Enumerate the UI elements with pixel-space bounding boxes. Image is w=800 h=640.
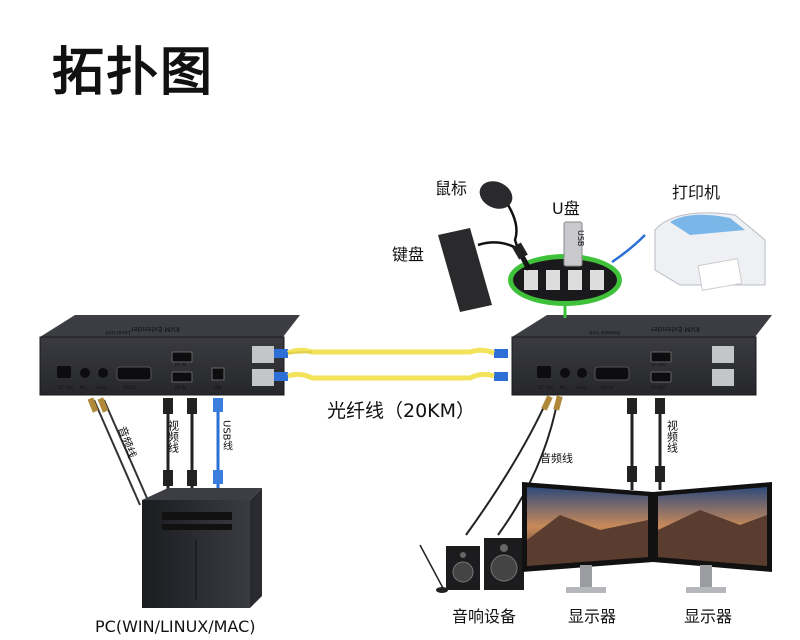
svg-text:USB: USB bbox=[213, 385, 221, 390]
pc-icon bbox=[142, 488, 262, 608]
left-usb-cable-label: USB线 bbox=[221, 420, 233, 451]
keyboard-label: 键盘 bbox=[392, 245, 424, 264]
remote-unit: KVM Extender Remote Unit DC 12V Mic Audi… bbox=[511, 315, 772, 396]
monitor-2-label: 显示器 bbox=[684, 607, 732, 626]
local-box-sub-text: Local Unit bbox=[105, 329, 130, 335]
svg-text:DP IN: DP IN bbox=[175, 385, 186, 390]
local-unit: KVM Extender Local Unit DC 12V Mic Audio… bbox=[39, 315, 300, 396]
pc-label: PC(WIN/LINUX/MAC) bbox=[95, 617, 256, 636]
svg-text:USB: USB bbox=[576, 230, 585, 246]
printer-label: 打印机 bbox=[672, 183, 720, 202]
speakers-icon bbox=[419, 538, 524, 593]
svg-text:Audio: Audio bbox=[576, 385, 588, 390]
right-cables bbox=[465, 395, 665, 536]
page-title: 拓扑图 bbox=[52, 43, 215, 103]
svg-text:RS232: RS232 bbox=[123, 385, 136, 390]
keyboard-icon bbox=[438, 228, 532, 312]
usb-hub bbox=[508, 254, 622, 318]
svg-text:DP OUT: DP OUT bbox=[651, 385, 667, 390]
remote-box-top-text: KVM Extender bbox=[651, 325, 700, 333]
usb-disk-icon: USB bbox=[563, 221, 585, 267]
svg-text:Mic: Mic bbox=[560, 385, 567, 390]
left-cables bbox=[87, 397, 223, 506]
mouse-label: 鼠标 bbox=[435, 179, 467, 198]
monitor-1-icon bbox=[522, 482, 653, 593]
speakers-label: 音响设备 bbox=[452, 607, 516, 626]
printer-icon bbox=[611, 212, 766, 291]
svg-text:DC 12V: DC 12V bbox=[538, 385, 553, 390]
fiber-label: 光纤线（20KM） bbox=[327, 400, 475, 422]
usb-disk-label: U盘 bbox=[552, 199, 580, 218]
svg-text:DP OUT: DP OUT bbox=[651, 362, 667, 367]
fiber-cables bbox=[274, 347, 508, 381]
svg-text:Mic: Mic bbox=[80, 385, 87, 390]
local-box-top-text: KVM Extender bbox=[131, 325, 180, 333]
svg-text:DC 12V: DC 12V bbox=[58, 385, 73, 390]
left-video-cable-label: 视频线 bbox=[167, 419, 180, 453]
remote-box-sub-text: Remote Unit bbox=[589, 329, 620, 335]
right-video-cable-label: 视频线 bbox=[666, 419, 679, 453]
right-audio-cable-label: 音频线 bbox=[540, 451, 573, 465]
mouse-icon bbox=[479, 181, 530, 271]
monitor-2-icon bbox=[653, 482, 772, 593]
monitor-1-label: 显示器 bbox=[568, 607, 616, 626]
svg-text:RS232: RS232 bbox=[601, 385, 614, 390]
svg-text:DP IN: DP IN bbox=[175, 362, 186, 367]
svg-text:Audio: Audio bbox=[96, 385, 108, 390]
